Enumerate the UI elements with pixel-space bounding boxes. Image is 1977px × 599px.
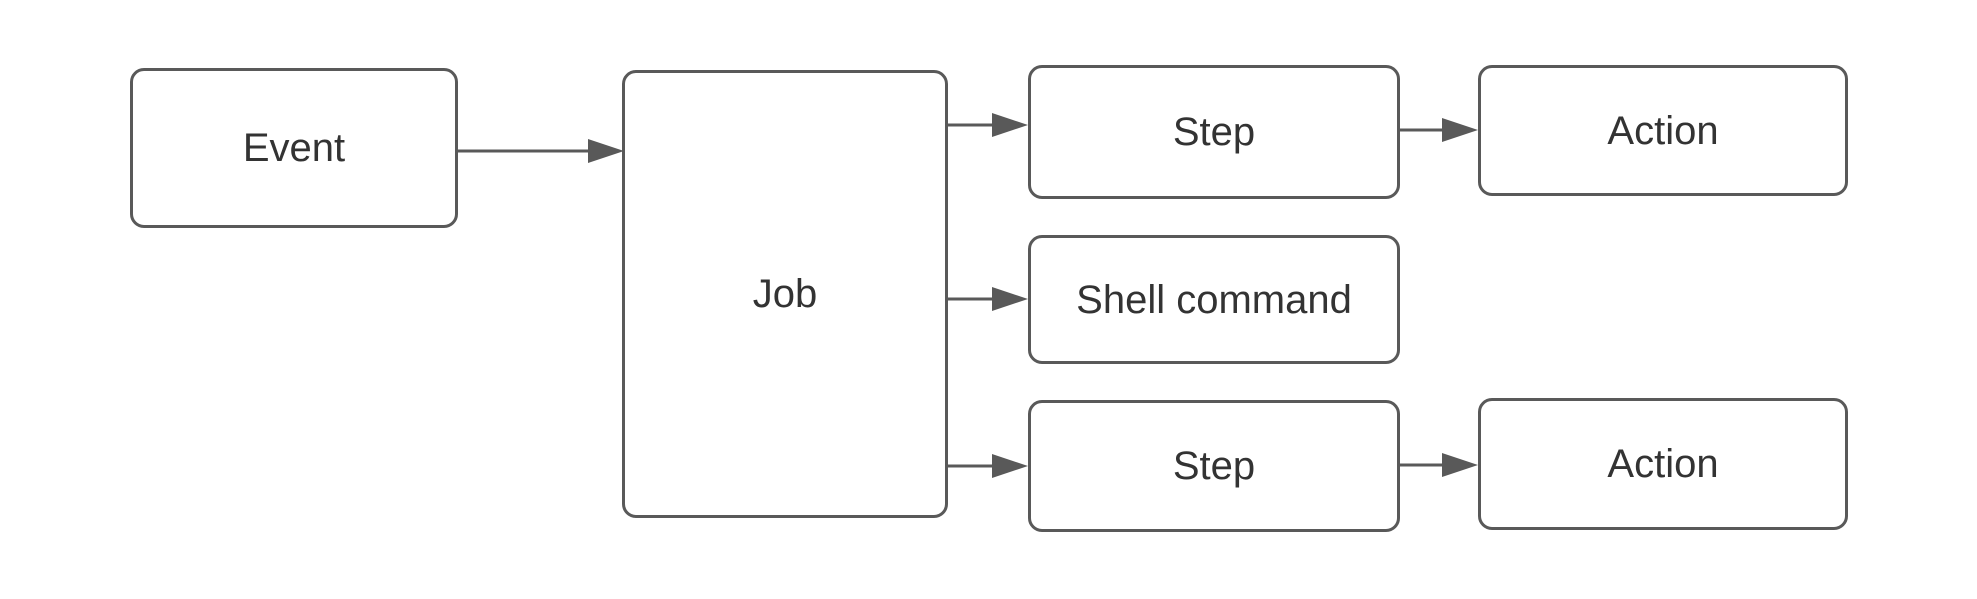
node-shell-command-label: Shell command bbox=[1076, 277, 1352, 322]
node-job-label: Job bbox=[752, 272, 818, 316]
arrowhead-icon bbox=[1442, 118, 1478, 142]
node-step-1-label: Step bbox=[1172, 110, 1256, 154]
node-action-1: Action bbox=[1478, 65, 1848, 196]
edge-event-to-job bbox=[458, 139, 624, 163]
edge-job-to-step-1 bbox=[948, 113, 1028, 137]
node-action-2-label: Action bbox=[1607, 442, 1719, 486]
arrowhead-icon bbox=[992, 113, 1028, 137]
node-action-2: Action bbox=[1478, 398, 1848, 530]
node-event-label: Event bbox=[242, 126, 346, 170]
edge-step-1-to-action-1 bbox=[1400, 118, 1478, 142]
edge-step-2-to-action-2 bbox=[1400, 453, 1478, 477]
node-action-1-label: Action bbox=[1607, 108, 1719, 153]
node-step-1: Step bbox=[1028, 65, 1400, 199]
node-step-2-label: Step bbox=[1172, 444, 1256, 488]
arrowhead-icon bbox=[992, 454, 1028, 478]
node-shell-command: Shell command bbox=[1028, 235, 1400, 364]
edge-job-to-step-2 bbox=[948, 454, 1028, 478]
arrowhead-icon bbox=[992, 287, 1028, 311]
edge-job-to-shell-command bbox=[948, 287, 1028, 311]
arrowhead-icon bbox=[588, 139, 624, 163]
node-event: Event bbox=[130, 68, 458, 228]
node-job: Job bbox=[622, 70, 948, 518]
arrowhead-icon bbox=[1442, 453, 1478, 477]
node-step-2: Step bbox=[1028, 400, 1400, 532]
